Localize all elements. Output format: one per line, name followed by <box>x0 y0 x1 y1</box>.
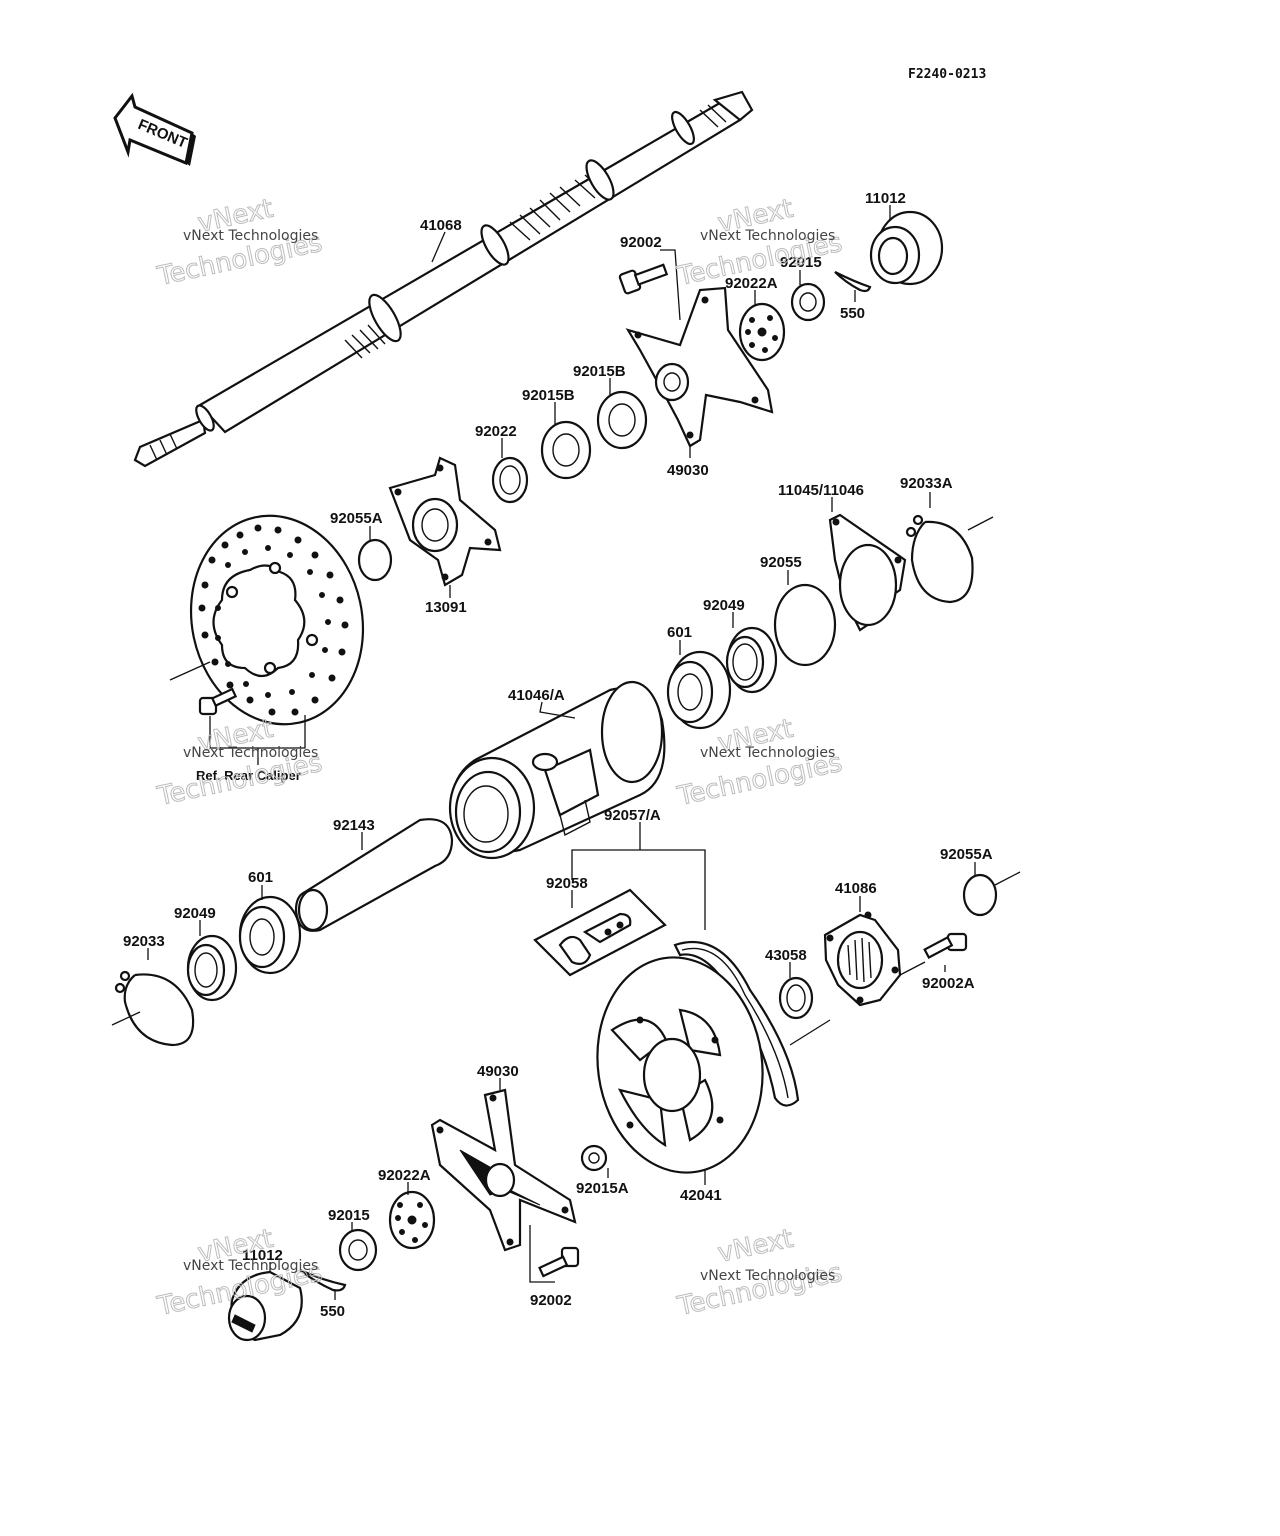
label-sprocket: 42041 <box>680 1187 722 1204</box>
label-housing: 41046/A <box>508 687 565 704</box>
bearing-right <box>666 650 732 730</box>
label-sprocket-flange: 41086 <box>835 880 877 897</box>
label-cotter-pin-top: 550 <box>840 305 865 322</box>
bolt-right <box>923 932 968 960</box>
label-chain-guard: 11045/11046 <box>778 482 864 499</box>
brake-disc <box>189 514 365 726</box>
seal-left <box>186 934 238 1002</box>
nut-b2 <box>540 420 592 480</box>
label-washer-bottom: 92022A <box>378 1167 431 1184</box>
label-nut-b1: 92015B <box>573 363 626 380</box>
watermark-6: vNext Technologies vNext Technologies <box>674 1223 846 1322</box>
label-sprocket-hub-top: 49030 <box>667 462 709 479</box>
label-axle: 41068 <box>420 217 462 234</box>
label-o-ring-mid: 92055 <box>760 554 802 571</box>
label-sprocket-nut: 92015A <box>576 1180 629 1197</box>
o-ring-mid <box>773 583 837 667</box>
bolt-bottom <box>538 1246 580 1278</box>
label-nut-b2: 92015B <box>522 387 575 404</box>
label-sprocket-hub-bottom: 49030 <box>477 1063 519 1080</box>
seal-right <box>725 626 778 694</box>
hub-cap-top <box>869 210 944 286</box>
label-washer-top: 92022A <box>725 275 778 292</box>
cotter-pin-bottom <box>299 1268 347 1292</box>
svg-text:vNext Technologies: vNext Technologies <box>183 745 318 761</box>
circlip-right <box>905 514 974 604</box>
o-ring-right <box>962 873 998 917</box>
svg-text:vNext Technologies: vNext Technologies <box>183 228 318 244</box>
disc-hub <box>388 456 502 587</box>
label-collar-top: 92022 <box>475 423 517 440</box>
label-master-link: 92058 <box>546 875 588 892</box>
label-collar-right: 43058 <box>765 947 807 964</box>
sprocket-nut <box>580 1144 608 1172</box>
svg-text:vNext Technologies: vNext Technologies <box>700 228 835 244</box>
label-bolt-bottom: 92002 <box>530 1292 572 1309</box>
castle-nut-top <box>790 282 826 322</box>
front-arrow-icon: FRONT <box>113 92 196 166</box>
reference-note: Ref. Rear Caliper <box>196 768 301 783</box>
sprocket-flange <box>823 911 902 1007</box>
svg-text:vNext Technologies: vNext Technologies <box>700 745 835 761</box>
label-bearing-left: 601 <box>248 869 273 886</box>
cotter-pin-top <box>834 271 872 293</box>
sprocket-hub-top <box>625 286 774 448</box>
bolt-top <box>618 263 669 295</box>
label-o-ring-right: 92055A <box>940 846 993 863</box>
castle-nut-bottom <box>338 1228 378 1272</box>
collar-top <box>491 456 529 504</box>
label-bolt-top: 92002 <box>620 234 662 251</box>
washer-bottom <box>388 1190 436 1250</box>
svg-text:vNext Technologies: vNext Technologies <box>700 1268 835 1284</box>
label-nut-top: 92015 <box>780 254 822 271</box>
collar-right <box>778 976 814 1020</box>
chain-guard <box>828 513 907 632</box>
label-o-ring-top: 92055A <box>330 510 383 527</box>
nut-b1 <box>596 390 648 450</box>
spacer-tube <box>294 818 454 932</box>
disc-bolt <box>198 687 238 716</box>
watermark-1: vNext Technologies vNext Technologies <box>154 193 326 292</box>
label-hub-cap-bottom: 11012 <box>242 1247 283 1264</box>
master-link <box>533 888 667 977</box>
o-ring-top <box>357 538 393 582</box>
label-circlip-left: 92033 <box>123 933 165 950</box>
label-cotter-pin-bottom: 550 <box>320 1303 345 1320</box>
label-seal-left: 92049 <box>174 905 216 922</box>
svg-text:vNext: vNext <box>715 1224 796 1269</box>
svg-text:vNext Technologies: vNext Technologies <box>183 1258 318 1274</box>
bearing-left <box>238 895 302 975</box>
axle-housing <box>448 680 666 860</box>
washer-top <box>738 302 786 362</box>
label-seal-right: 92049 <box>703 597 745 614</box>
label-spacer-tube: 92143 <box>333 817 375 834</box>
label-disc-hub: 13091 <box>425 599 467 616</box>
label-bolt-right: 92002A <box>922 975 975 992</box>
hub-cap-bottom <box>227 1270 303 1342</box>
label-hub-cap-top: 11012 <box>865 190 906 207</box>
label-nut-bottom: 92015 <box>328 1207 370 1224</box>
label-bearing-right: 601 <box>667 624 692 641</box>
axle <box>133 90 754 468</box>
rear-sprocket <box>596 956 764 1174</box>
diagram-code: F2240-0213 <box>908 67 986 82</box>
label-chain: 92057/A <box>604 807 661 824</box>
circlip-left <box>114 970 195 1047</box>
label-circlip-right: 92033A <box>900 475 953 492</box>
watermark-3: vNext Technologies vNext Technologies <box>154 713 326 812</box>
sprocket-hub-bottom <box>430 1088 577 1252</box>
